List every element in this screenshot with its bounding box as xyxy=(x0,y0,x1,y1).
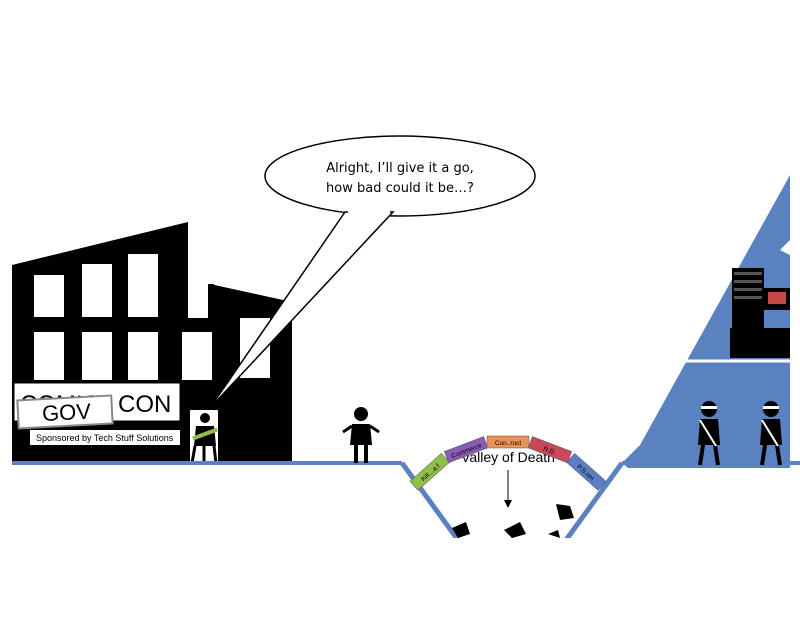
building-sign: COMIC GOV CON Sponsored by Tech Stuff So… xyxy=(14,383,180,445)
speech-line-2: how bad could it be…? xyxy=(326,181,474,196)
bridge-plank-label: Con..ruct xyxy=(495,440,522,447)
bridge-plank: Kill…a.f xyxy=(410,453,449,490)
down-arrow-icon xyxy=(504,500,512,508)
sign-con-text: CON xyxy=(118,391,171,418)
bridge-plank: Con..ruct xyxy=(487,436,529,448)
sign-gov-text: GOV xyxy=(41,399,91,427)
bridge-plank: P.S.om xyxy=(567,453,606,490)
speech-line-1: Alright, I’ll give it a go, xyxy=(326,161,474,176)
person-icon xyxy=(343,407,379,463)
sponsor-text: Sponsored by Tech Stuff Solutions xyxy=(36,433,174,443)
fallen-figure-icon xyxy=(452,504,574,538)
